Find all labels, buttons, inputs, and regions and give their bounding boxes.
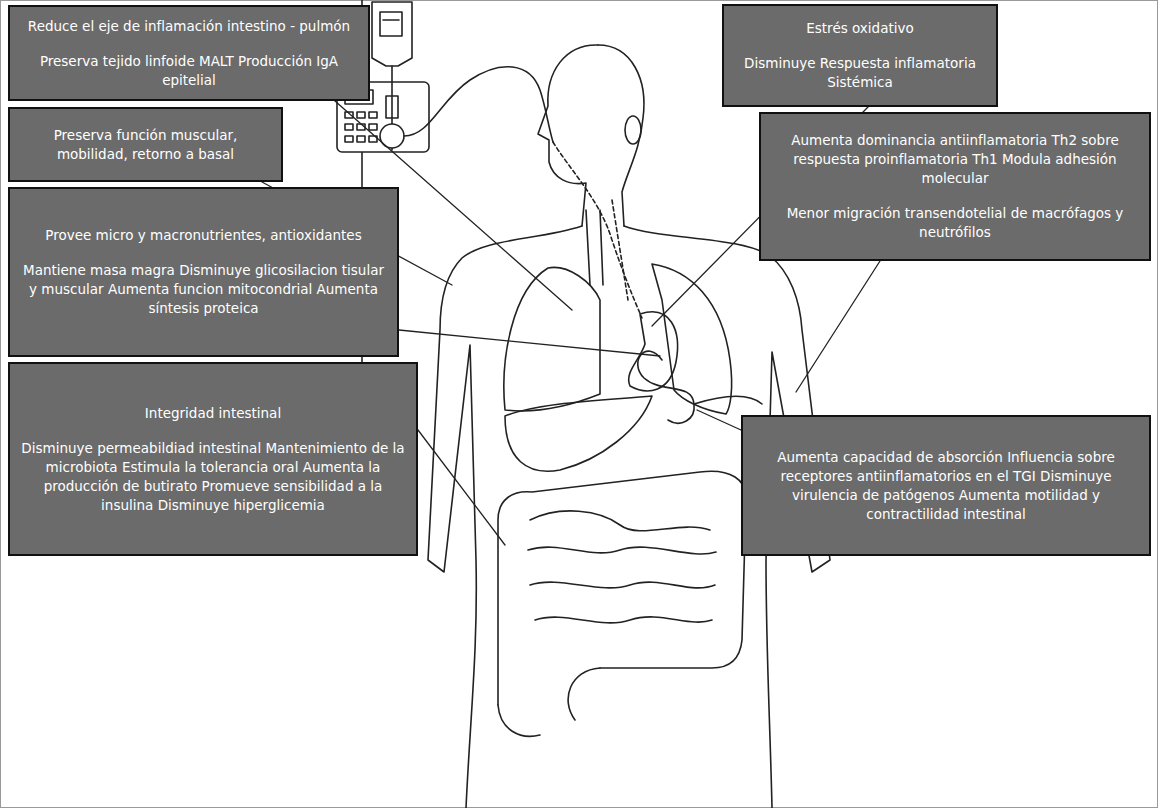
bag-label (380, 12, 402, 36)
small-intestine (528, 511, 716, 623)
info-box: Aumenta capacidad de absorción Influenci… (741, 415, 1151, 556)
box-heading: Reduce el eje de inflamación intestino -… (18, 17, 360, 36)
ear (625, 116, 641, 144)
box-heading: Preserva función muscular, mobilidad, re… (18, 126, 273, 164)
box-body: Disminuye permeabildiad intestinal Mante… (18, 439, 408, 515)
box-body: Mantiene masa magra Disminuye glicosilac… (18, 261, 389, 318)
duodenum (638, 351, 694, 423)
pump-buttons (345, 112, 377, 142)
left-body-outline (428, 226, 582, 808)
tube-esophagus (553, 142, 642, 318)
left-lung (504, 267, 600, 410)
info-box: Integridad intestinalDisminuye permeabil… (8, 362, 418, 556)
feeding-bag (372, 2, 412, 66)
head-profile (538, 45, 598, 226)
feeding-tube (404, 67, 553, 142)
info-box: Reduce el eje de inflamación intestino -… (8, 5, 370, 101)
box-body: Disminuye Respuesta inflamatoria Sistémi… (732, 54, 988, 92)
leader-line (796, 261, 880, 392)
drip-chamber (386, 96, 398, 118)
esophagus (612, 200, 628, 300)
colon (498, 471, 746, 705)
info-box: Provee micro y macronutrientes, antioxid… (8, 187, 399, 357)
box-body: Preserva tejido linfoide MALT Producción… (18, 52, 360, 90)
info-box: Preserva función muscular, mobilidad, re… (8, 107, 283, 182)
box-heading: Aumenta dominancia antiinflamatoria Th2 … (769, 131, 1141, 188)
leader-line (697, 410, 741, 430)
bag-label-line (383, 19, 399, 21)
liver (505, 396, 652, 471)
trachea (586, 210, 590, 285)
bag-line (391, 66, 393, 82)
info-box: Estrés oxidativoDisminuye Respuesta infl… (722, 4, 998, 107)
box-heading: Aumenta capacidad de absorción Influenci… (751, 448, 1141, 524)
box-heading: Integridad intestinal (18, 404, 408, 423)
box-body: Menor migración transendotelial de macró… (769, 204, 1141, 242)
box-heading: Estrés oxidativo (732, 19, 988, 38)
leader-line (418, 430, 505, 545)
leader-line (399, 330, 660, 356)
pancreas (694, 396, 762, 404)
trachea (600, 210, 603, 285)
box-heading: Provee micro y macronutrientes, antioxid… (18, 226, 389, 245)
rectum (498, 668, 600, 736)
info-box: Aumenta dominancia antiinflamatoria Th2 … (759, 112, 1151, 261)
head-back (598, 45, 644, 226)
